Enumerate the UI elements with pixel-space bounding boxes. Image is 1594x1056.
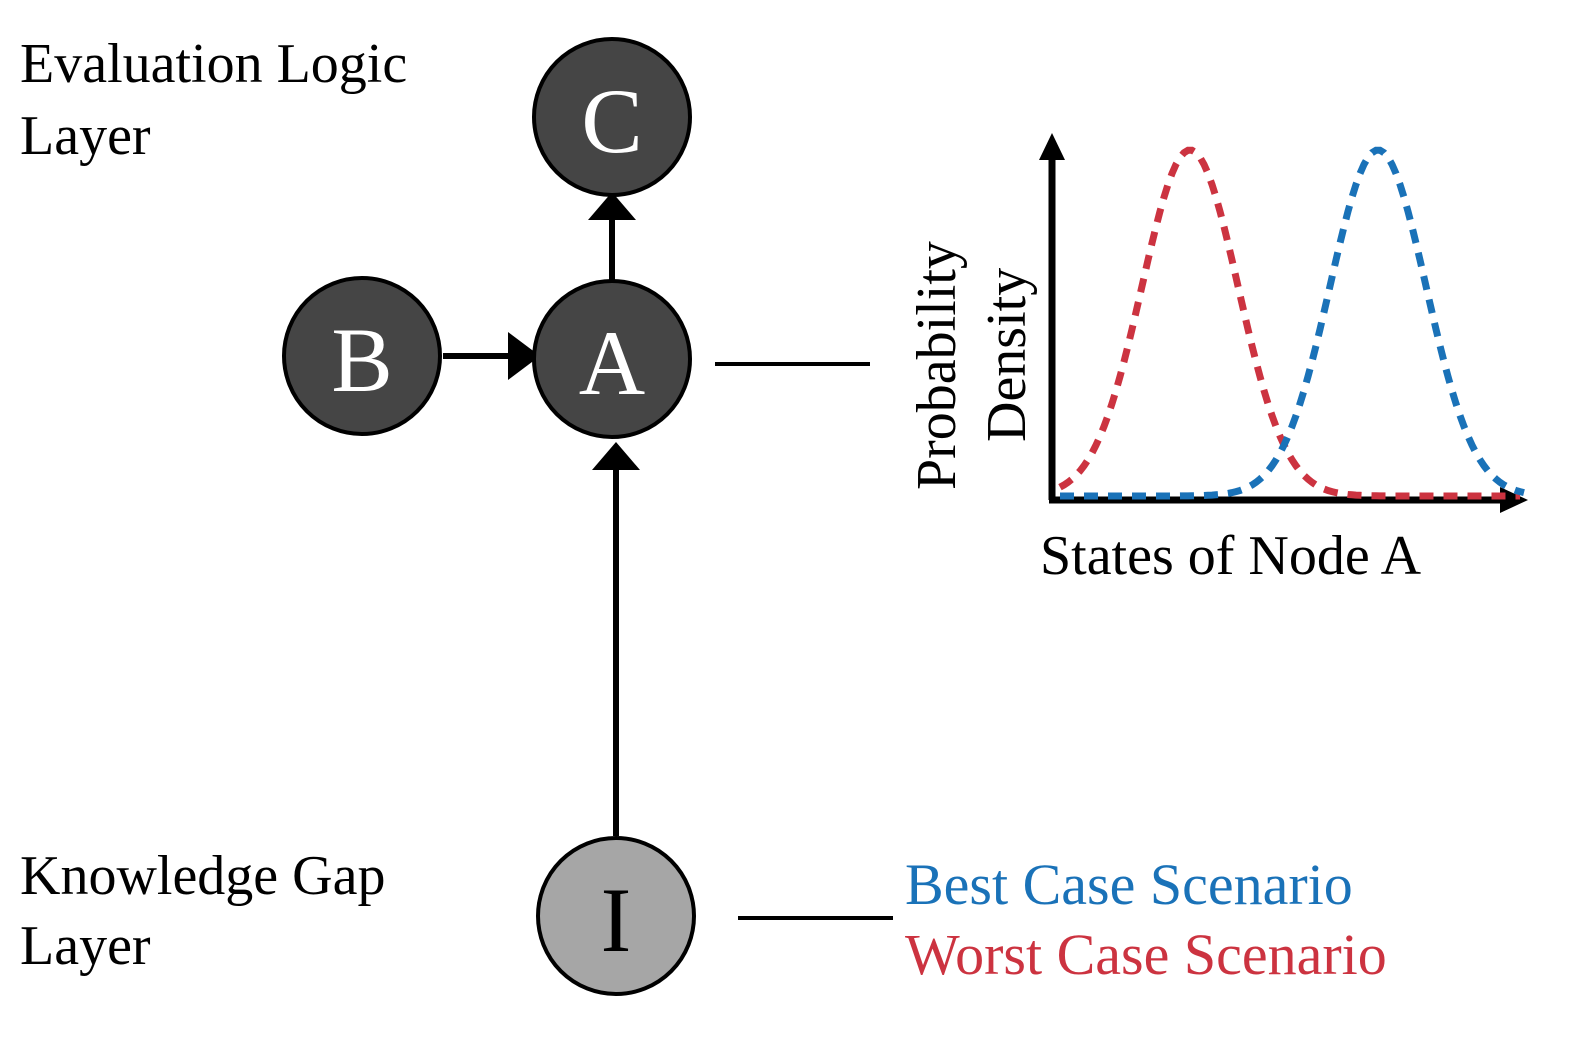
- node-i: I: [536, 836, 696, 996]
- edge-b-to-a: [443, 332, 540, 380]
- knowledge-gap-layer-label-line2: Layer: [20, 915, 151, 977]
- plot-y-axis-label-line2: Density: [976, 268, 1038, 442]
- plot-x-axis-label: States of Node A: [1040, 525, 1422, 587]
- evaluation-layer-label-line1: Evaluation Logic: [20, 33, 407, 95]
- node-a: A: [532, 279, 692, 439]
- plot-x-axis-arrow: [1500, 487, 1528, 513]
- node-b: B: [282, 276, 442, 436]
- best-case-curve: [1060, 146, 1525, 500]
- node-i-label: I: [601, 869, 632, 971]
- node-a-label: A: [579, 312, 645, 414]
- plot-y-axis-label-line1: Probability: [906, 241, 968, 490]
- node-c-label: C: [581, 70, 642, 172]
- legend-worst-case: Worst Case Scenario: [905, 922, 1387, 987]
- edge-i-to-a: [592, 442, 640, 836]
- plot-axes: [1039, 133, 1528, 513]
- knowledge-gap-layer-label-line1: Knowledge Gap: [20, 845, 385, 907]
- edge-a-to-c: [588, 192, 636, 282]
- plot-y-axis-arrow: [1039, 133, 1065, 160]
- worst-case-curve: [1058, 146, 1520, 500]
- legend-best-case: Best Case Scenario: [905, 852, 1353, 917]
- node-c: C: [532, 37, 692, 197]
- node-b-label: B: [331, 309, 392, 411]
- evaluation-layer-label-line2: Layer: [20, 105, 151, 167]
